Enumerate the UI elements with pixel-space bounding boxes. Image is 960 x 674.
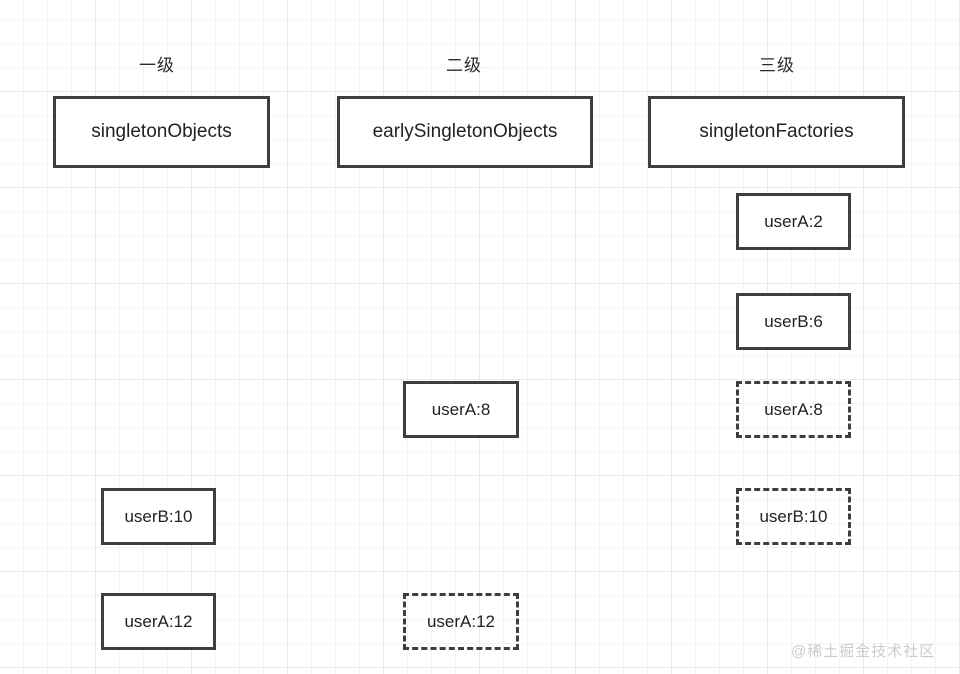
cache-entry-box[interactable]: userA:8 [403, 381, 519, 438]
cache-map-box-3[interactable]: singletonFactories [648, 96, 905, 168]
cache-entry-box[interactable]: userB:6 [736, 293, 851, 350]
cache-entry-box[interactable]: userB:10 [736, 488, 851, 545]
cache-map-box-2[interactable]: earlySingletonObjects [337, 96, 593, 168]
cache-entry-box[interactable]: userA:12 [403, 593, 519, 650]
cache-entry-box[interactable]: userB:10 [101, 488, 216, 545]
cache-entry-box[interactable]: userA:2 [736, 193, 851, 250]
cache-entry-box[interactable]: userA:12 [101, 593, 216, 650]
watermark: @稀土掘金技术社区 [791, 643, 936, 660]
cache-entry-box[interactable]: userA:8 [736, 381, 851, 438]
column-level-label-1: 一级 [139, 56, 175, 75]
column-level-label-2: 二级 [446, 56, 482, 75]
column-level-label-3: 三级 [759, 56, 795, 75]
cache-map-box-1[interactable]: singletonObjects [53, 96, 270, 168]
